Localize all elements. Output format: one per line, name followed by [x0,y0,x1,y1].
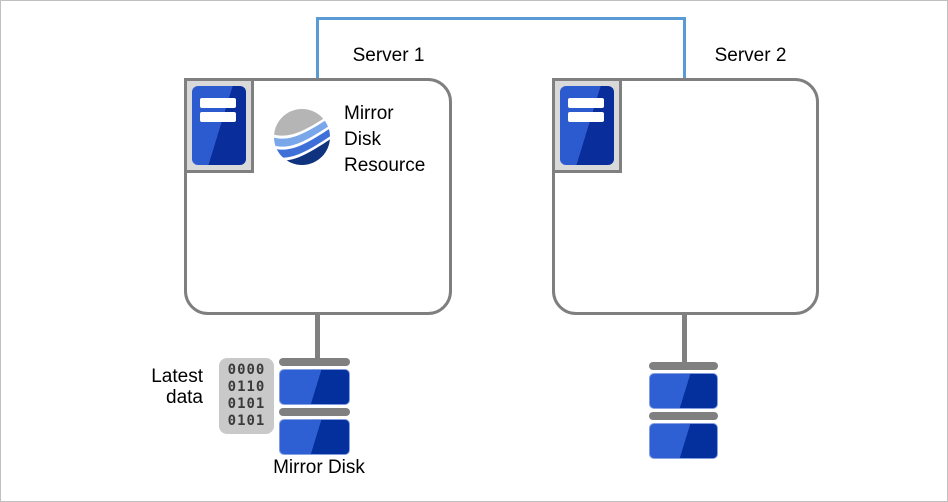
server2-tower-icon [552,78,622,173]
disk-platter-icon [649,423,718,459]
server2-disk-stack-icon [649,362,718,459]
binary-row: 0101 [227,413,266,429]
binary-row: 0000 [227,362,266,378]
mirror-disk-resource-label: Mirror Disk Resource [344,103,426,176]
disk-cap-icon [279,408,350,416]
disk-cap-icon [649,362,718,370]
latest-data-label: Latest data [151,366,203,408]
disk-platter-icon [279,419,350,455]
binary-row: 0110 [227,379,266,395]
tower-slot-icon [200,112,236,122]
disk-platter-icon [279,369,350,405]
server2-disk-connector [682,313,687,363]
server-tower-icon [560,86,614,165]
server-tower-icon [192,86,246,165]
tower-slot-icon [568,98,604,108]
server-interconnect-line [316,17,686,79]
server1-disk-connector [315,313,320,359]
tower-slot-icon [200,98,236,108]
disk-platter-icon [649,373,718,409]
disk-cap-icon [279,358,350,366]
binary-row: 0101 [227,396,266,412]
server1-disk-stack-icon [279,358,350,455]
binary-data-block-icon: 0000 0110 0101 0101 [219,358,274,434]
mirror-disk-label: Mirror Disk [273,457,365,478]
server1-label: Server 1 [352,45,425,66]
server1-tower-icon [184,78,254,173]
server2-label: Server 2 [714,45,787,66]
tower-slot-icon [568,112,604,122]
disk-cap-icon [649,412,718,420]
mirror-disk-resource-sphere-icon [274,109,330,165]
